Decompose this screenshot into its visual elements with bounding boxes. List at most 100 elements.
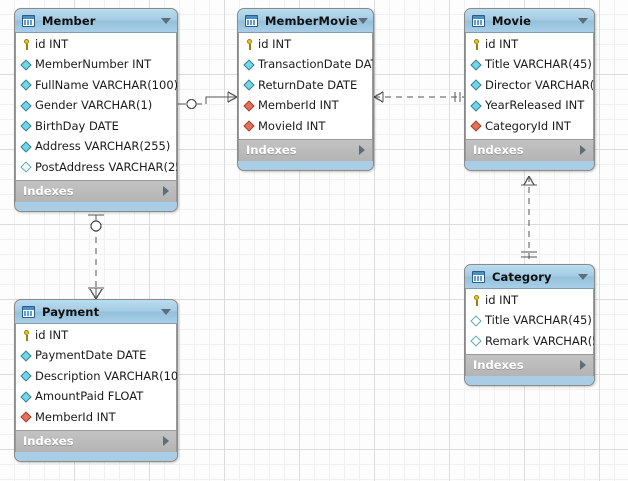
key-icon [470,294,483,307]
indexes-row[interactable]: Indexes [465,138,594,161]
chevron-right-icon[interactable] [580,145,586,155]
column-label: id INT [258,36,292,51]
column-row[interactable]: Address VARCHAR(255) [16,137,176,158]
connector-member-payment [88,214,104,300]
connector-member-membermovie [174,91,238,110]
table-header[interactable]: Movie [465,9,594,33]
indexes-row[interactable]: Indexes [15,179,177,202]
column-label: id INT [35,36,69,51]
column-label: Description VARCHAR(100) [35,368,178,383]
column-row[interactable]: FullName VARCHAR(100) [16,75,178,96]
indexes-row[interactable]: Indexes [238,138,373,161]
diamond-fk-icon [20,411,33,424]
indexes-row[interactable]: Indexes [465,353,594,376]
column-row[interactable]: MemberId INT [16,407,176,428]
connector-movie-category [521,175,537,264]
column-row[interactable]: Gender VARCHAR(1) [16,96,176,117]
column-row[interactable]: Remark VARCHAR(500) [466,331,594,352]
column-row[interactable]: AmountPaid FLOAT [16,387,176,408]
table-member[interactable]: Member id INT MemberNumber INT FullName VAR… [14,8,178,212]
chevron-down-icon[interactable] [161,308,171,315]
column-row[interactable]: id INT [466,290,593,311]
diamond-icon [243,79,256,92]
column-row[interactable]: ReturnDate DATE [239,75,372,96]
table-footer [238,160,373,170]
column-row[interactable]: TransactionDate DATE [239,55,373,76]
table-header[interactable]: MemberMovie [238,9,373,33]
table-footer [15,451,177,461]
column-row[interactable]: id INT [16,34,176,55]
key-icon [243,38,256,51]
column-label: Gender VARCHAR(1) [35,98,153,112]
chevron-right-icon[interactable] [163,186,169,196]
diamond-icon [470,58,483,71]
table-icon [472,270,485,283]
column-row[interactable]: MemberNumber INT [16,55,176,76]
table-footer [465,375,594,385]
table-footer [465,160,594,170]
table-title: MemberMovie [265,13,358,28]
column-row[interactable]: Description VARCHAR(100) [16,366,178,387]
chevron-right-icon[interactable] [163,436,169,446]
column-row[interactable]: MovieId INT [239,116,372,137]
table-title: Movie [492,13,532,28]
diamond-icon [20,99,33,112]
column-label: id INT [35,327,69,342]
column-row[interactable]: BirthDay DATE [16,116,176,137]
column-label: MemberId INT [35,409,116,424]
diamond-icon [20,120,33,133]
table-movie[interactable]: Movie id INT Title VARCHAR(45)Director VAR… [464,8,595,171]
diamond-icon [20,390,33,403]
column-label: Director VARCHAR(45) [485,77,595,92]
table-icon [245,14,258,27]
indexes-row[interactable]: Indexes [15,429,177,452]
indexes-label: Indexes [246,143,297,157]
indexes-label: Indexes [23,184,74,198]
column-label: MemberNumber INT [35,57,152,71]
diamond-icon [20,140,33,153]
diamond-outline-icon [470,335,483,348]
diamond-icon [20,58,33,71]
diamond-icon [20,349,33,362]
column-label: Remark VARCHAR(500) [485,333,594,348]
column-row[interactable]: CategoryId INT [466,116,593,137]
column-label: MemberId INT [258,98,339,112]
table-header[interactable]: Category [465,265,594,289]
column-label: ReturnDate DATE [258,77,358,92]
chevron-down-icon[interactable] [578,273,588,280]
column-label: FullName VARCHAR(100) [35,77,178,92]
table-icon [472,14,485,27]
key-icon [470,38,483,51]
table-header[interactable]: Member [15,9,177,33]
column-row[interactable]: MemberId INT [239,96,372,117]
column-row[interactable]: Title VARCHAR(45) [466,311,593,332]
diamond-icon [243,58,256,71]
chevron-right-icon[interactable] [580,360,586,370]
diamond-outline-icon [20,161,33,174]
table-title: Payment [42,304,100,319]
chevron-down-icon[interactable] [357,17,368,24]
table-title: Member [42,13,96,28]
column-row[interactable]: id INT [466,34,593,55]
chevron-down-icon[interactable] [161,17,171,24]
column-row[interactable]: id INT [239,34,372,55]
table-header[interactable]: Payment [15,300,177,324]
column-label: id INT [485,36,519,51]
column-row[interactable]: YearReleased INT [466,96,593,117]
column-row[interactable]: Director VARCHAR(45) [466,75,595,96]
column-label: PostAddress VARCHAR(255) [35,159,177,174]
chevron-right-icon[interactable] [359,145,365,155]
column-label: CategoryId INT [485,118,571,133]
column-row[interactable]: Title VARCHAR(45) [466,55,593,76]
chevron-down-icon[interactable] [578,17,588,24]
column-row[interactable]: PostAddress VARCHAR(255) [16,157,177,178]
table-footer [15,201,177,211]
column-row[interactable]: id INT [16,325,176,346]
column-row[interactable]: PaymentDate DATE [16,346,176,367]
